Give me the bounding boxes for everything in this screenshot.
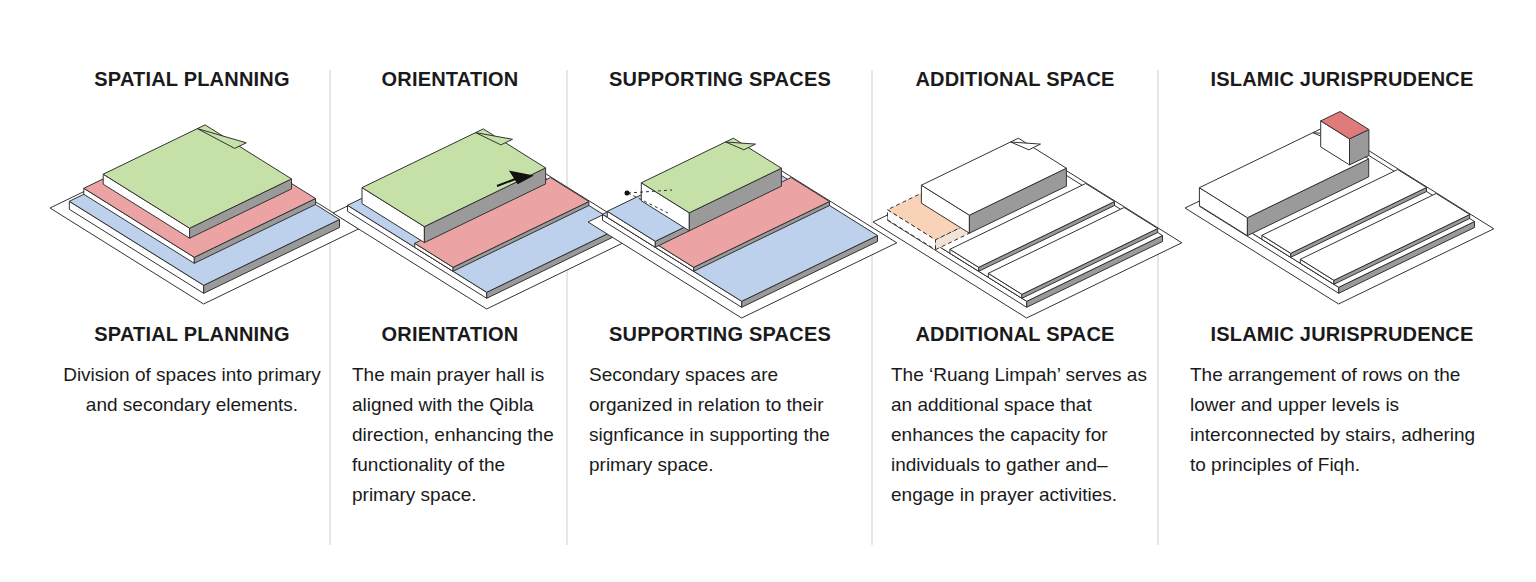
section-heading: SUPPORTING SPACES — [609, 68, 831, 91]
iso-top — [921, 138, 1066, 215]
section-heading: SPATIAL PLANNING — [94, 323, 289, 346]
relation-dot — [625, 191, 630, 196]
iso-top — [362, 129, 546, 227]
iso-models — [50, 112, 1494, 319]
description-text: Division of spaces into primary and seco… — [52, 360, 332, 420]
iso-top — [988, 208, 1157, 295]
description-text: The ‘Ruang Limpah’ serves as an addition… — [891, 360, 1153, 510]
iso-top — [1300, 194, 1469, 281]
section-heading: SUPPORTING SPACES — [609, 323, 831, 346]
section-heading: ORIENTATION — [381, 68, 518, 91]
section-heading: SPATIAL PLANNING — [94, 68, 289, 91]
section-heading: ADDITIONAL SPACE — [915, 68, 1114, 91]
description-text: Secondary spaces are organized in relati… — [589, 360, 861, 480]
roof-gable — [476, 133, 513, 145]
roof-gable — [197, 129, 246, 149]
divider-line — [1158, 70, 1159, 545]
iso-top — [1321, 112, 1369, 139]
divider-line — [872, 70, 873, 545]
iso-top — [641, 138, 781, 213]
section-heading: ISLAMIC JURISPRUDENCE — [1210, 323, 1473, 346]
iso-top — [103, 125, 291, 228]
roof-gable — [1011, 142, 1041, 150]
description-text: The arrangement of rows on the lower and… — [1190, 360, 1495, 480]
section-heading: ISLAMIC JURISPRUDENCE — [1210, 68, 1473, 91]
divider-line — [567, 70, 568, 545]
description-text: The main prayer hall is aligned with the… — [352, 360, 557, 510]
qibla-arrow — [497, 172, 531, 186]
relation-lines — [628, 190, 672, 213]
roof-gable — [726, 142, 756, 150]
divider-line — [330, 70, 331, 545]
section-heading: ORIENTATION — [381, 323, 518, 346]
section-heading: ADDITIONAL SPACE — [915, 323, 1114, 346]
